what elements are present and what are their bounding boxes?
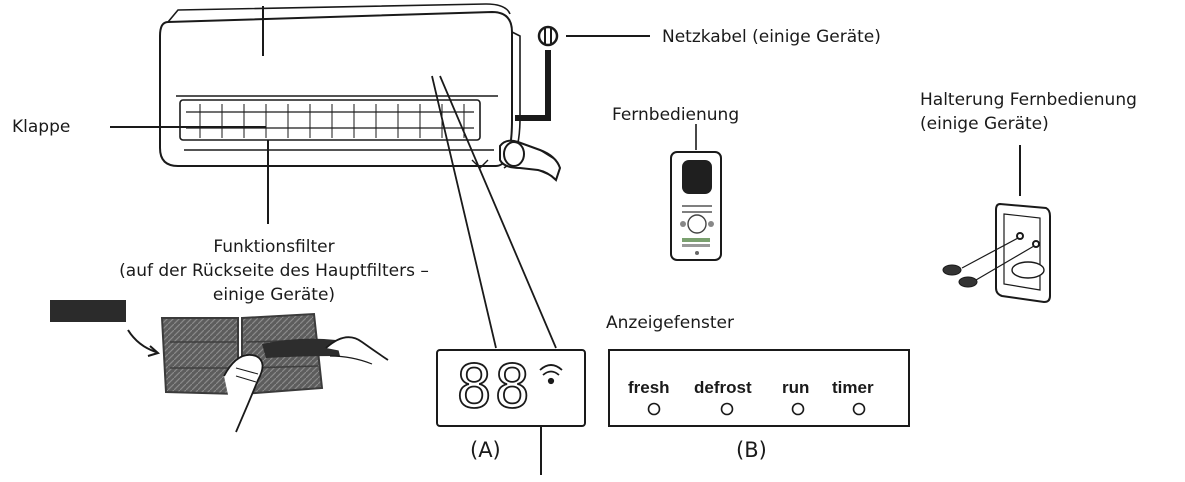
indicator-timer-led [852, 402, 866, 416]
filter-label-line3: einige Geräte) [212, 285, 336, 305]
remote-control [670, 151, 722, 261]
wifi-icon [539, 364, 563, 385]
indicator-fresh-label: fresh [628, 378, 670, 397]
indicator-fresh-led [647, 402, 661, 416]
flap-label: Klappe [12, 117, 71, 137]
power-cable [515, 25, 650, 121]
indicator-defrost-led [720, 402, 734, 416]
drain-hose [499, 139, 562, 182]
display-a-caption: (A) [470, 438, 501, 462]
display-a-digits: 88 [455, 352, 533, 422]
power-cable-label: Netzkabel (einige Geräte) [662, 27, 881, 47]
remote-label: Fernbedienung [612, 105, 740, 125]
indicator-run-led [791, 402, 805, 416]
indicator-run-label: run [782, 378, 810, 397]
indicator-defrost-label: defrost [694, 378, 752, 397]
display-a [436, 349, 586, 475]
holder-label-line2: (einige Geräte) [920, 114, 1049, 134]
filter-label-line2: (auf der Rückseite des Hauptfilters – [119, 261, 429, 281]
filter-label-line1: Funktionsfilter [213, 237, 335, 257]
remote-holder [942, 145, 1051, 304]
indoor-unit [159, 3, 521, 169]
filter-illustration [50, 300, 389, 433]
holder-label-line1: Halterung Fernbedienung [920, 90, 1137, 110]
display-window-label: Anzeigefenster [606, 313, 734, 333]
display-b [608, 349, 910, 427]
indicator-timer-label: timer [832, 378, 874, 397]
display-b-caption: (B) [736, 438, 767, 462]
